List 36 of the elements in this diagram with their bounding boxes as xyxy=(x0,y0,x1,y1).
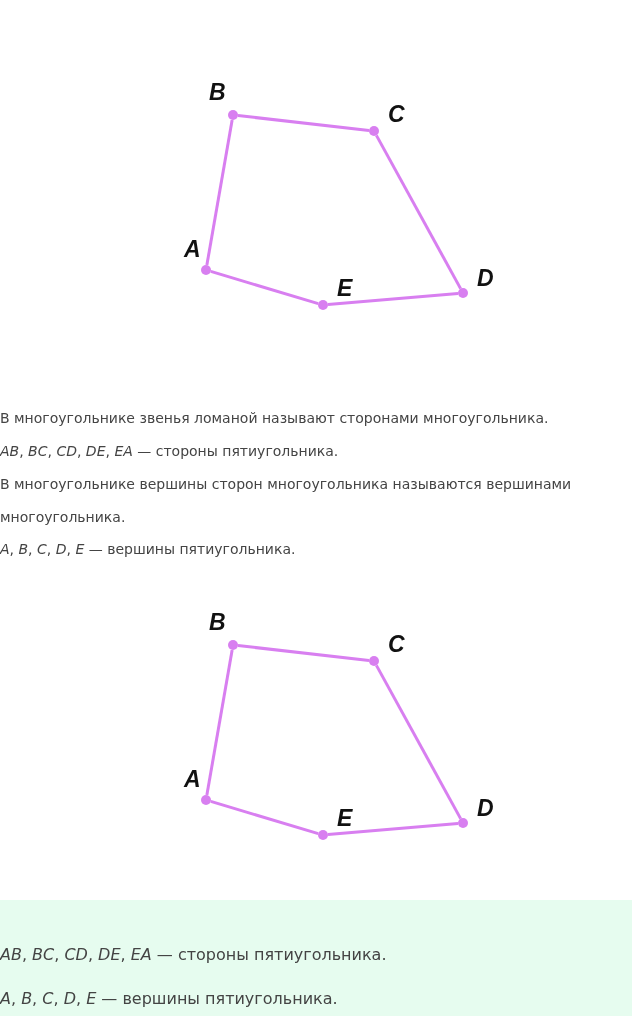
text-line: AB, BC, CD, DE, EA — стороны пятиугольника. xyxy=(0,442,339,461)
vertex-label: B xyxy=(209,611,226,634)
vertex-point xyxy=(318,300,328,310)
vertex-label: C xyxy=(388,633,405,656)
vertex-label: C xyxy=(388,103,405,126)
polygon-side xyxy=(237,644,370,662)
polygon-side xyxy=(327,821,459,837)
vertex-label: D xyxy=(477,267,494,290)
polygon-side xyxy=(210,270,319,305)
vertex-label: A xyxy=(184,238,201,261)
vertex-point xyxy=(369,126,379,136)
text-line: В многоугольнике вершины сторон многоугольника называются вершинами многоугольника. xyxy=(0,475,573,527)
vertex-point xyxy=(201,265,211,275)
polygon-side xyxy=(327,291,459,307)
vertex-label: E xyxy=(337,807,353,830)
polygon-side xyxy=(205,649,234,796)
polygon-side xyxy=(210,800,319,835)
text-line: В многоугольнике звенья ломаной называют сторонами многоугольника. xyxy=(0,409,549,428)
text-line: A, B, C, D, E — вершины пятиугольника. xyxy=(0,540,296,559)
vertex-point xyxy=(369,656,379,666)
vertex-point xyxy=(228,640,238,650)
vertex-point xyxy=(201,795,211,805)
polygon-side xyxy=(205,119,234,266)
vertex-point xyxy=(318,830,328,840)
vertex-label: B xyxy=(209,81,226,104)
polygon-side xyxy=(237,114,370,132)
vertex-label: A xyxy=(184,768,201,791)
text-line: A, B, C, D, E — вершины пятиугольника. xyxy=(0,988,338,1010)
text-line: AB, BC, CD, DE, EA — стороны пятиугольника. xyxy=(0,944,387,966)
polygon-side xyxy=(375,664,462,820)
vertex-point xyxy=(458,288,468,298)
vertex-point xyxy=(228,110,238,120)
vertex-point xyxy=(458,818,468,828)
vertex-label: E xyxy=(337,277,353,300)
polygon-side xyxy=(375,134,462,290)
vertex-label: D xyxy=(477,797,494,820)
